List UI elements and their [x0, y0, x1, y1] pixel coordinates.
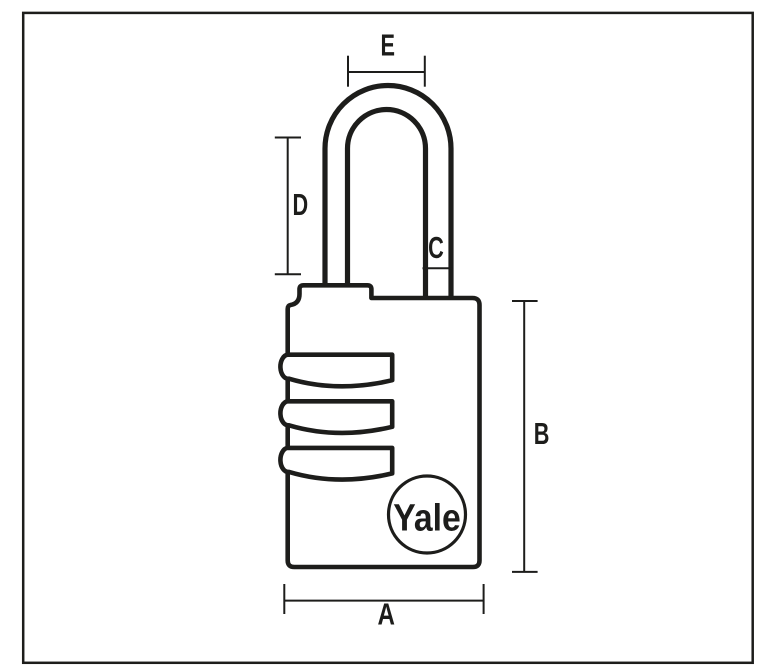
svg-text:B: B [534, 416, 550, 451]
svg-text:Yale: Yale [393, 498, 461, 540]
svg-text:A: A [377, 597, 394, 632]
svg-text:C: C [428, 230, 444, 265]
svg-text:E: E [380, 28, 394, 63]
svg-text:D: D [292, 187, 308, 222]
